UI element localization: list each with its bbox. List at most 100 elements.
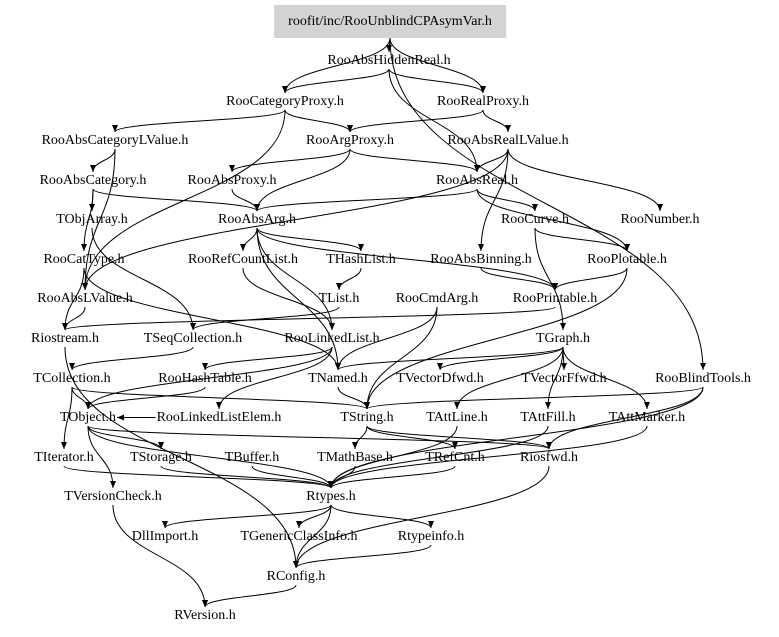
node-titerator[interactable]: TIterator.h: [34, 450, 94, 465]
edge-tgraph-to-tattfill: [545, 346, 564, 410]
edge-root-to-rooblindtools: [389, 37, 706, 371]
edge-roorealproxy-to-rooargproxy: [347, 109, 484, 133]
edge-rooblindtools-to-riosfwd: [546, 386, 704, 450]
node-rooabsproxy[interactable]: RooAbsProxy.h: [187, 173, 277, 188]
node-rooabscategorylvalue[interactable]: RooAbsCategoryLValue.h: [41, 133, 189, 148]
edge-rooblindtools-to-rtypes: [328, 386, 704, 489]
node-rooblindtools[interactable]: RooBlindTools.h: [655, 371, 751, 386]
node-roolinkedlistelem[interactable]: RooLinkedListElem.h: [156, 410, 282, 425]
node-tlist[interactable]: TList.h: [318, 291, 360, 306]
edge-rooabsarg-to-roorefcountlist: [240, 227, 258, 252]
edge-tlist-to-tseqcollection: [190, 306, 340, 331]
edge-rooabsbinning-to-rooprintable: [480, 267, 558, 291]
edge-roorefcountlist-to-roolinkedlist: [242, 267, 335, 331]
edge-rtypes-to-rconfig: [293, 504, 332, 569]
node-riosfwd[interactable]: Riosfwd.h: [520, 450, 578, 465]
node-tstorage[interactable]: TStorage.h: [130, 450, 192, 465]
edge-tgraph-to-tvectordfwd: [437, 346, 564, 371]
node-tbuffer[interactable]: TBuffer.h: [224, 450, 280, 465]
edge-tattmarker-to-rtypes: [328, 425, 648, 489]
node-tnamed[interactable]: TNamed.h: [308, 371, 368, 386]
node-roorefcountlist[interactable]: RooRefCountList.h: [187, 252, 299, 267]
edge-rooabscategory-to-roocattype: [81, 188, 94, 252]
edge-roocattype-to-riostream: [62, 267, 85, 331]
edge-rooplotable-to-rooprintable: [552, 267, 628, 291]
edge-rooabsarg-to-rooprintable: [256, 227, 558, 291]
node-rooargproxy[interactable]: RooArgProxy.h: [306, 133, 394, 148]
node-tattmarker[interactable]: TAttMarker.h: [608, 410, 686, 425]
edge-roorealproxy-to-rooabsreallvalue: [482, 109, 511, 133]
edge-rooabshiddenreal-to-roorealproxy: [388, 68, 486, 94]
node-roocattype[interactable]: RooCatType.h: [43, 252, 125, 267]
node-tvectorffwd[interactable]: TVectorFfwd.h: [521, 371, 607, 386]
node-rooabshiddenreal[interactable]: RooAbsHiddenReal.h: [327, 53, 451, 68]
node-roorealproxy[interactable]: RooRealProxy.h: [436, 94, 530, 109]
edge-roocmdarg-to-tnamed: [335, 306, 438, 371]
edge-tgraph-to-tnamed: [335, 346, 564, 371]
edge-riosfwd-to-rconfig: [293, 465, 550, 569]
edge-rooargproxy-to-rooabsarg: [254, 148, 351, 212]
node-thashlist[interactable]: THashList.h: [326, 252, 396, 267]
edge-tcollection-to-tstring: [71, 386, 370, 410]
edge-thashlist-to-tlist: [336, 267, 362, 291]
node-roohashtable[interactable]: RooHashTable.h: [158, 371, 252, 386]
edge-roocategoryproxy-to-rooargproxy: [284, 109, 353, 133]
node-tseqcollection[interactable]: TSeqCollection.h: [143, 331, 243, 346]
edge-tstorage-to-rtypes: [160, 465, 334, 489]
edge-rooabsarg-to-tnamed: [256, 227, 341, 371]
edge-rooblindtools-to-tstring: [364, 386, 704, 410]
node-tversioncheck[interactable]: TVersionCheck.h: [64, 489, 162, 504]
node-rooprintable[interactable]: RooPrintable.h: [512, 291, 598, 306]
edge-rtypeinfo-to-rconfig: [293, 544, 432, 569]
node-tcollection[interactable]: TCollection.h: [33, 371, 111, 386]
edge-tgraph-to-tvectorffwd: [560, 346, 567, 371]
node-roocurve[interactable]: RooCurve.h: [500, 212, 570, 227]
edge-rooabsproxy-to-rooabsarg: [231, 188, 260, 212]
edge-roocurve-to-rooplotable: [534, 227, 630, 252]
edge-tnamed-to-tstring: [337, 386, 370, 410]
node-tstring[interactable]: TString.h: [340, 410, 394, 425]
node-tgenericclassinfo[interactable]: TGenericClassInfo.h: [240, 529, 358, 544]
node-tattfill[interactable]: TAttFill.h: [520, 410, 576, 425]
node-rooabslvalue[interactable]: RooAbsLValue.h: [37, 291, 133, 306]
edge-tstring-to-tmathbase: [352, 425, 368, 450]
node-roolinkedlist[interactable]: RooLinkedList.h: [284, 331, 380, 346]
node-rooabsreallvalue[interactable]: RooAbsRealLValue.h: [447, 133, 569, 148]
node-rversion[interactable]: RVersion.h: [174, 608, 236, 623]
node-root-file: roofit/inc/RooUnblindCPAsymVar.h: [274, 5, 506, 38]
node-rooabsbinning[interactable]: RooAbsBinning.h: [430, 252, 532, 267]
node-tgraph[interactable]: TGraph.h: [535, 331, 591, 346]
node-rtypeinfo[interactable]: Rtypeinfo.h: [397, 529, 465, 544]
node-rooabscategory[interactable]: RooAbsCategory.h: [39, 173, 147, 188]
node-dllimport[interactable]: DllImport.h: [131, 529, 199, 544]
node-rooabsarg[interactable]: RooAbsArg.h: [218, 212, 296, 227]
node-tobjarray[interactable]: TObjArray.h: [56, 212, 128, 227]
node-rooabsreal[interactable]: RooAbsReal.h: [435, 173, 519, 188]
node-roonumber[interactable]: RooNumber.h: [620, 212, 700, 227]
node-rtypes[interactable]: Rtypes.h: [306, 489, 356, 504]
edge-rooabsreallvalue-to-roonumber: [507, 148, 663, 212]
edge-rooargproxy-to-rooabsproxy: [229, 148, 351, 173]
edge-rooabsreal-to-rooplotable: [476, 188, 630, 252]
edge-rooabscategory-to-rooabsarg: [92, 188, 260, 212]
edge-rtypes-to-tgenericclassinfo: [296, 504, 332, 529]
edge-tattline-to-rtypes: [328, 425, 458, 489]
node-rooplotable[interactable]: RooPlotable.h: [587, 252, 667, 267]
node-tattline[interactable]: TAttLine.h: [426, 410, 488, 425]
node-tmathbase[interactable]: TMathBase.h: [317, 450, 393, 465]
edge-roolinkedlist-to-roolinkedlistelem: [216, 346, 333, 410]
node-riostream[interactable]: Riostream.h: [30, 331, 100, 346]
edge-roohashtable-to-tobject: [85, 386, 206, 410]
node-tobject[interactable]: TObject.h: [59, 410, 117, 425]
node-roocmdarg[interactable]: RooCmdArg.h: [395, 291, 479, 306]
node-trefcnt[interactable]: TRefCnt.h: [425, 450, 485, 465]
edge-riostream-to-rconfig: [64, 346, 299, 569]
edge-rtypes-to-dllimport: [162, 504, 332, 529]
edge-rooabscategorylvalue-to-rooabscategory: [90, 148, 116, 173]
node-roocategoryproxy[interactable]: RooCategoryProxy.h: [226, 94, 344, 109]
edge-tgraph-to-tattline: [454, 346, 564, 410]
edge-tcollection-to-titerator: [61, 386, 73, 450]
node-tvectordfwd[interactable]: TVectorDfwd.h: [396, 371, 484, 386]
node-rconfig[interactable]: RConfig.h: [266, 569, 326, 584]
